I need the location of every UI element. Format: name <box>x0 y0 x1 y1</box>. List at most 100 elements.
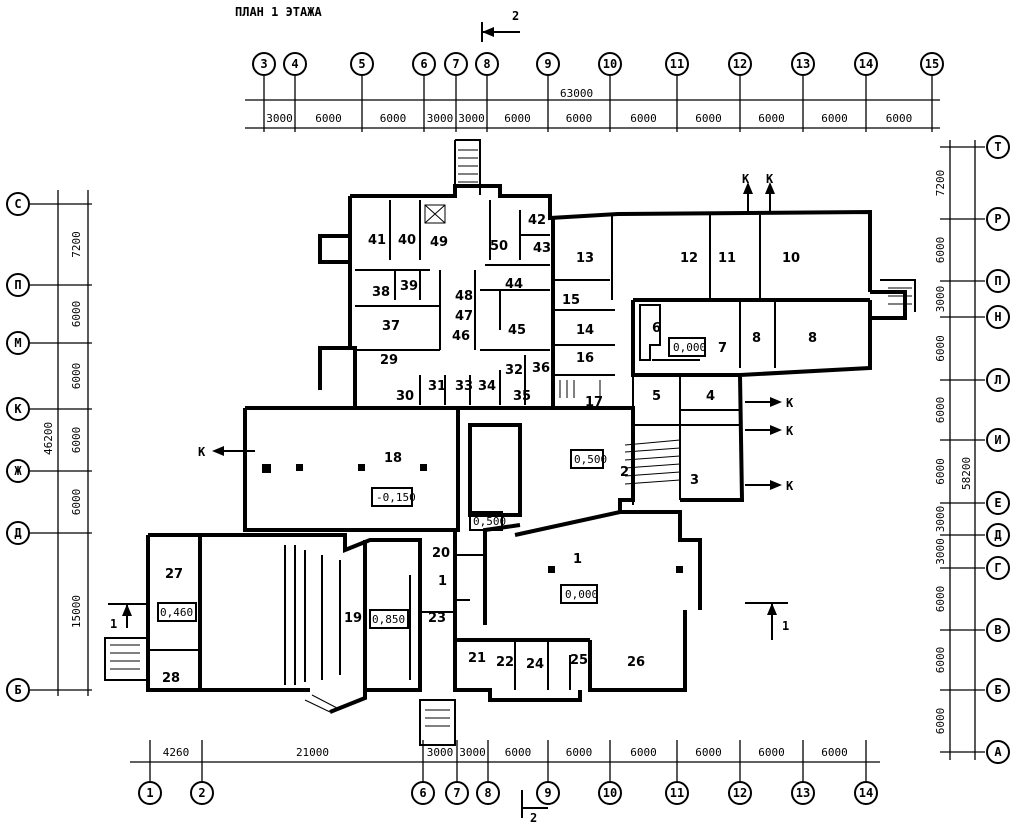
auditorium-seating <box>284 545 411 685</box>
axis-bubble: П <box>986 269 1010 293</box>
room-number: 35 <box>513 389 531 404</box>
axis-label: 12 <box>733 786 747 800</box>
dimension-label: 6000 <box>504 112 531 125</box>
dimension-label: 6000 <box>934 586 947 613</box>
dimension-label: 6000 <box>934 237 947 264</box>
axis-label: 3 <box>260 57 267 71</box>
top-total-dimension: 63000 <box>560 87 593 100</box>
room-number: 16 <box>576 351 594 366</box>
dimension-label: 7200 <box>70 231 83 258</box>
exit-label: К <box>198 445 206 459</box>
axis-label: 13 <box>796 786 810 800</box>
axis-label: 6 <box>419 786 426 800</box>
room-number: 44 <box>505 277 523 292</box>
axis-label: 6 <box>420 57 427 71</box>
axis-bubble: 14 <box>854 52 878 76</box>
level-mark: -0,150 <box>376 491 416 504</box>
dimension-label: 6000 <box>70 489 83 516</box>
axis-bubble: 10 <box>598 781 622 805</box>
room-number: 4 <box>706 389 715 404</box>
dimension-label: 6000 <box>934 647 947 674</box>
axis-label: Д <box>994 528 1001 542</box>
dimension-label: 6000 <box>70 363 83 390</box>
axis-label: 9 <box>544 786 551 800</box>
axis-bubble: 12 <box>728 52 752 76</box>
level-mark: 0,500 <box>473 515 506 528</box>
dimension-label: 6000 <box>934 708 947 735</box>
room-number: 46 <box>452 329 470 344</box>
axis-bubble: Б <box>986 678 1010 702</box>
dimension-label: 6000 <box>566 112 593 125</box>
room-number: 49 <box>430 235 448 250</box>
axis-label: К <box>14 402 22 416</box>
room-number: 27 <box>165 567 183 582</box>
exit-label: К <box>786 396 794 410</box>
room-number: 12 <box>680 251 698 266</box>
section-mark-label: 2 <box>530 811 537 825</box>
room-number: 36 <box>532 361 550 376</box>
dimension-label: 6000 <box>821 112 848 125</box>
axis-label: 9 <box>544 57 551 71</box>
axis-bubble: 2 <box>190 781 214 805</box>
dimension-label: 6000 <box>630 112 657 125</box>
room-number: 43 <box>533 241 551 256</box>
section-mark-top: 2 <box>481 9 520 42</box>
dimension-label: 3000 <box>458 112 485 125</box>
axis-label: 1 <box>146 786 153 800</box>
dimension-label: 6000 <box>934 335 947 362</box>
exit-arrows: К К К К К К <box>198 172 794 493</box>
axis-bubble: Б <box>6 678 30 702</box>
axis-label: Ж <box>14 464 22 478</box>
axis-bubble: 4 <box>283 52 307 76</box>
room-number: 15 <box>562 293 580 308</box>
room-number: 37 <box>382 319 400 334</box>
section-mark-label: 1 <box>110 617 117 631</box>
room-number: 7 <box>718 341 727 356</box>
axis-bubble: 5 <box>350 52 374 76</box>
room-number: 45 <box>508 323 526 338</box>
axis-label: Л <box>994 373 1001 387</box>
room-number: 34 <box>478 379 496 394</box>
axis-bubble: Л <box>986 368 1010 392</box>
axis-bubble: М <box>6 331 30 355</box>
columns <box>262 464 683 573</box>
room-number: 17 <box>585 395 603 410</box>
room-number: 22 <box>496 655 514 670</box>
axis-bubble: 15 <box>920 52 944 76</box>
section-mark-label: 1 <box>782 619 789 633</box>
axis-bubble: Ж <box>6 459 30 483</box>
axis-label: 13 <box>796 57 810 71</box>
exit-label: К <box>766 172 774 186</box>
axis-bubble: Д <box>986 523 1010 547</box>
dimension-label: 6000 <box>886 112 913 125</box>
dimension-label: 3000 <box>427 746 454 759</box>
axis-label: 14 <box>859 57 873 71</box>
room-number: 30 <box>396 389 414 404</box>
axis-label: 15 <box>925 57 939 71</box>
dimension-label: 6000 <box>934 458 947 485</box>
axis-label: 4 <box>291 57 298 71</box>
room-number: 48 <box>455 289 473 304</box>
room-number: 40 <box>398 233 416 248</box>
dimension-label: 6000 <box>934 397 947 424</box>
exit-label: К <box>742 172 750 186</box>
axis-bubble: 11 <box>665 781 689 805</box>
exit-label: К <box>786 479 794 493</box>
axis-bubble: 11 <box>665 52 689 76</box>
room-number: 23 <box>428 611 446 626</box>
dimension-label: 3000 <box>934 538 947 565</box>
room-number: 10 <box>782 251 800 266</box>
axis-bubble: Г <box>986 556 1010 580</box>
room-number: 3 <box>690 473 699 488</box>
axis-label: 7 <box>452 57 459 71</box>
room-number: 6 <box>652 321 661 336</box>
dimension-label: 3000 <box>934 286 947 313</box>
dimension-label: 3000 <box>266 112 293 125</box>
axis-label: Т <box>994 140 1001 154</box>
axis-label: 8 <box>484 786 491 800</box>
axis-label: А <box>994 745 1002 759</box>
room-number: 11 <box>718 251 736 266</box>
room-number: 38 <box>372 285 390 300</box>
axis-bubble: 7 <box>444 52 468 76</box>
